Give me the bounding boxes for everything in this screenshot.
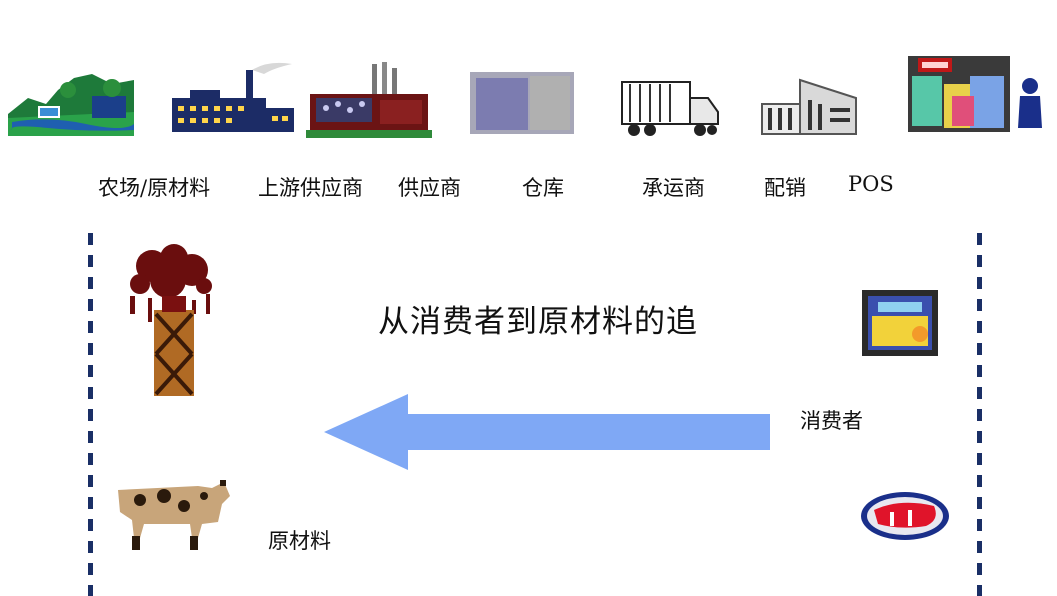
- consumer-product-icon: [862, 290, 938, 356]
- oil-well-icon: [122, 244, 218, 396]
- cow-icon: [114, 478, 232, 558]
- stage-label-upstream-supplier: 上游供应商: [258, 176, 363, 200]
- raw-material-label: 原材料: [268, 529, 331, 553]
- distribution-center-icon: [760, 74, 858, 140]
- trace-arrow: [324, 394, 770, 470]
- stage-label-farm: 农场/原材料: [98, 176, 211, 200]
- meat-package-icon: [860, 490, 950, 542]
- left-boundary-line: [88, 233, 93, 596]
- industrial-plant-icon: [306, 60, 432, 140]
- truck-icon: [620, 80, 720, 138]
- stage-label-supplier: 供应商: [398, 176, 461, 200]
- farm-icon: [8, 70, 134, 136]
- stage-label-distribution: 配销: [764, 176, 806, 200]
- warehouse-icon: [470, 72, 574, 134]
- right-boundary-line: [977, 233, 982, 596]
- stage-label-carrier: 承运商: [642, 176, 705, 200]
- stage-label-pos: POS: [848, 172, 894, 196]
- factory-icon: [168, 60, 298, 136]
- stage-label-warehouse: 仓库: [522, 176, 564, 200]
- consumer-label: 消费者: [800, 409, 863, 433]
- trace-title: 从消费者到原材料的追: [378, 304, 698, 340]
- retail-store-icon: [908, 56, 1046, 134]
